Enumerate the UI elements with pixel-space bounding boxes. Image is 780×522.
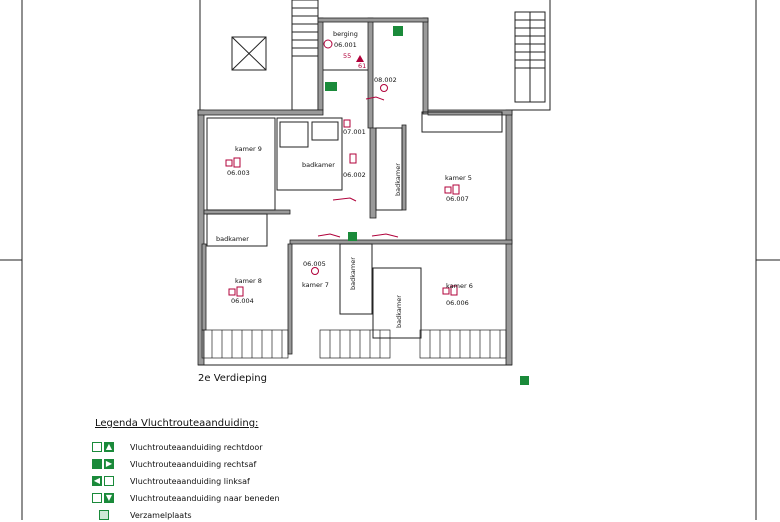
room-outlines (198, 69, 512, 366)
room-name-berging: berging (333, 30, 358, 38)
exit-right-icon: ▶ (92, 459, 114, 469)
berging-n1: 55 (343, 52, 351, 60)
legend-label: Vluchtrouteaanduiding rechtsaf (130, 459, 257, 469)
stairs-left (291, 0, 319, 111)
warning-triangle-icon (356, 55, 364, 62)
legend-item: ◀ Vluchtrouteaanduiding linksaf (92, 474, 250, 488)
legend-item: ▼ Vluchtrouteaanduiding naar beneden (92, 491, 280, 505)
room-code-kamer5: 06.007 (446, 195, 469, 203)
bathroom-label: badkamer (302, 161, 335, 169)
assembly-point-icon (92, 510, 114, 520)
exit-left-icon: ◀ (92, 476, 114, 486)
hall-code-2: 06.002 (343, 171, 366, 179)
exit-straight-icon: ▲ (92, 442, 114, 452)
fire-safety-symbols (225, 39, 460, 297)
bathroom-label: badkamer (395, 295, 403, 328)
legend-label: Verzamelplaats (130, 510, 192, 520)
room-code-kamer8: 06.004 (231, 297, 254, 305)
balcony-railing (201, 329, 507, 359)
legend-label: Vluchtrouteaanduiding rechtdoor (130, 442, 263, 452)
legend-title: Legenda Vluchtrouteaanduiding: (95, 418, 259, 429)
legend-item: ▶ Vluchtrouteaanduiding rechtsaf (92, 457, 256, 471)
legend-item: ▲ Vluchtrouteaanduiding rechtdoor (92, 440, 263, 454)
room-name-kamer8: kamer 8 (235, 277, 262, 285)
berging-n2: 61 (358, 62, 366, 70)
room-name-kamer6: kamer 6 (446, 282, 473, 290)
exit-down-icon: ▼ (92, 493, 114, 503)
room-code-kamer7: 06.005 (303, 260, 326, 268)
bathroom-label: badkamer (349, 257, 357, 290)
exit-signs (325, 26, 529, 385)
room-name-kamer7: kamer 7 (302, 281, 329, 289)
legend-label: Vluchtrouteaanduiding linksaf (130, 476, 250, 486)
room-code-kamer9: 06.003 (227, 169, 250, 177)
bathroom-label: badkamer (394, 163, 402, 196)
bathroom-label: badkamer (216, 235, 249, 243)
floor-label: 2e Verdieping (198, 373, 267, 384)
stair-code: 08.002 (374, 76, 397, 84)
legend-label: Vluchtrouteaanduiding naar beneden (130, 493, 280, 503)
room-code-kamer6: 06.006 (446, 299, 469, 307)
room-name-kamer9: kamer 9 (235, 145, 262, 153)
room-name-kamer5: kamer 5 (445, 174, 472, 182)
room-code-berging: 06.001 (334, 41, 357, 49)
hall-code: 07.001 (343, 128, 366, 136)
stairs-right (514, 11, 546, 103)
skylight (231, 36, 267, 71)
